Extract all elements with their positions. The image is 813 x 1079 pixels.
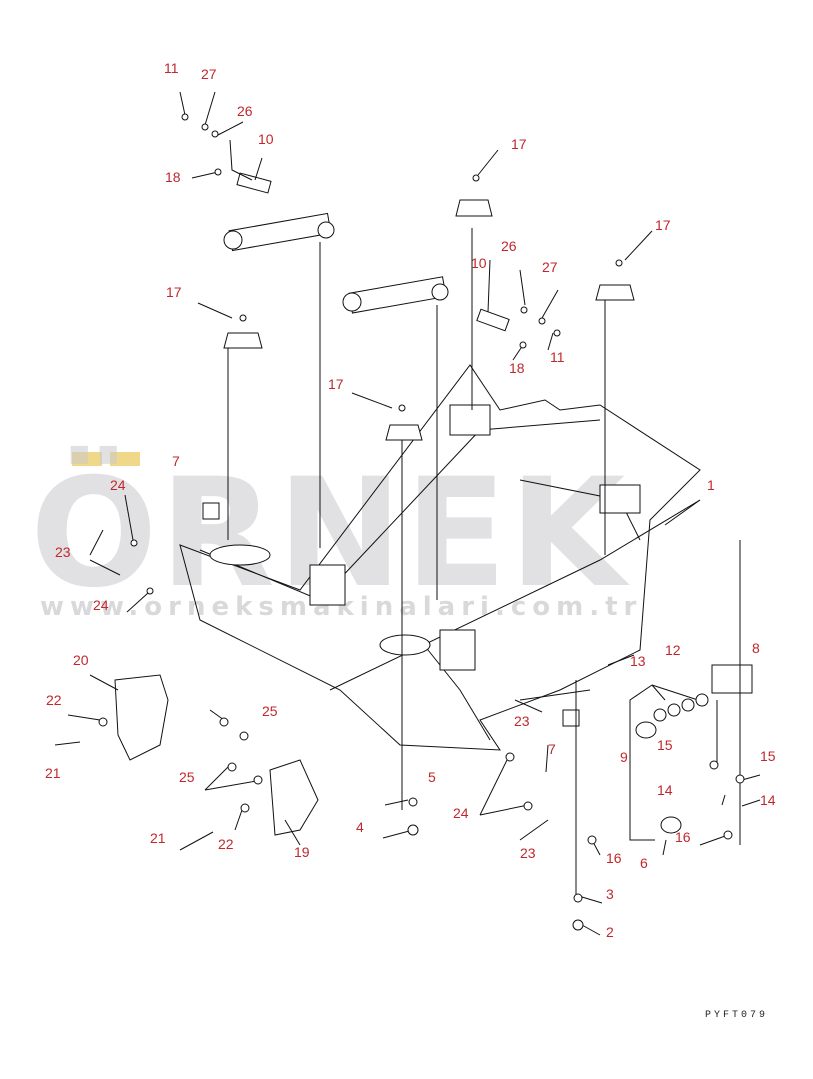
pins-and-bushings — [202, 172, 753, 834]
callout-21: 21 — [150, 830, 166, 846]
callout-15: 15 — [760, 748, 776, 764]
callout-16: 16 — [606, 850, 622, 866]
hardware — [98, 113, 745, 931]
callout-15: 15 — [657, 737, 673, 753]
callout-21: 21 — [45, 765, 61, 781]
callout-3: 3 — [606, 886, 614, 902]
callout-17: 17 — [328, 376, 344, 392]
callout-27: 27 — [201, 66, 217, 82]
callout-2: 2 — [606, 924, 614, 940]
callout-23: 23 — [55, 544, 71, 560]
callout-14: 14 — [760, 792, 776, 808]
callout-7: 7 — [172, 453, 180, 469]
callout-24: 24 — [93, 597, 109, 613]
drawing-code: PYFT079 — [705, 1010, 768, 1021]
callout-25: 25 — [262, 703, 278, 719]
callout-5: 5 — [428, 769, 436, 785]
callout-24: 24 — [453, 805, 469, 821]
callout-11: 11 — [550, 349, 565, 365]
callout-7: 7 — [548, 741, 556, 757]
callout-11: 11 — [164, 60, 179, 76]
main-frame-drawing — [179, 364, 701, 751]
callout-17: 17 — [166, 284, 182, 300]
callout-12: 12 — [665, 642, 681, 658]
bracket-20 — [114, 674, 169, 761]
callout-20: 20 — [73, 652, 89, 668]
callout-22: 22 — [46, 692, 62, 708]
callout-25: 25 — [179, 769, 195, 785]
callout-23: 23 — [520, 845, 536, 861]
watermark-dot-right — [110, 452, 140, 466]
callout-9: 9 — [620, 749, 628, 765]
bracket-19 — [269, 759, 319, 836]
callout-13: 13 — [630, 653, 646, 669]
callouts: 11 27 26 10 18 17 10 26 27 17 11 18 17 1… — [45, 60, 776, 940]
callout-17: 17 — [655, 217, 671, 233]
callout-24: 24 — [110, 477, 126, 493]
callout-4: 4 — [356, 819, 364, 835]
callout-22: 22 — [218, 836, 234, 852]
callout-8: 8 — [752, 640, 760, 656]
callout-23: 23 — [514, 713, 530, 729]
callout-26: 26 — [237, 103, 253, 119]
callout-18: 18 — [165, 169, 181, 185]
callout-10: 10 — [471, 255, 487, 271]
callout-17: 17 — [511, 136, 527, 152]
watermark-dot-left — [72, 452, 102, 466]
callout-1: 1 — [707, 477, 715, 493]
callout-27: 27 — [542, 259, 558, 275]
callout-14: 14 — [657, 782, 673, 798]
callout-19: 19 — [294, 844, 310, 860]
callout-6: 6 — [640, 855, 648, 871]
callout-10: 10 — [258, 131, 274, 147]
cylinder-left — [223, 212, 335, 252]
callout-18: 18 — [509, 360, 525, 376]
callout-16: 16 — [675, 829, 691, 845]
callout-26: 26 — [501, 238, 517, 254]
cylinder-right — [342, 276, 449, 314]
